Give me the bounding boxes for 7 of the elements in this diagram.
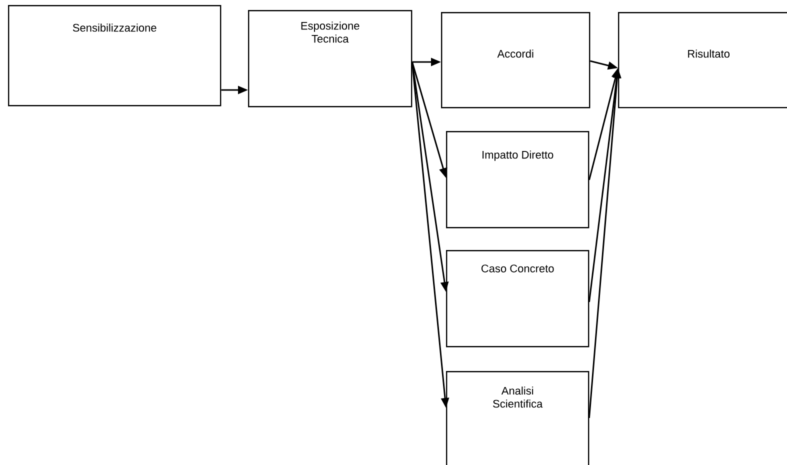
process-box: Caso Concreto: [446, 250, 590, 348]
process-box: Analisi Scientifica: [446, 371, 590, 465]
process-box: Accordi: [441, 12, 590, 108]
process-box: Impatto Diretto: [446, 131, 590, 228]
process-box: Risultato: [618, 12, 787, 108]
process-box: Esposizione Tecnica: [248, 10, 412, 108]
process-box: Sensibilizzazione: [8, 5, 222, 106]
